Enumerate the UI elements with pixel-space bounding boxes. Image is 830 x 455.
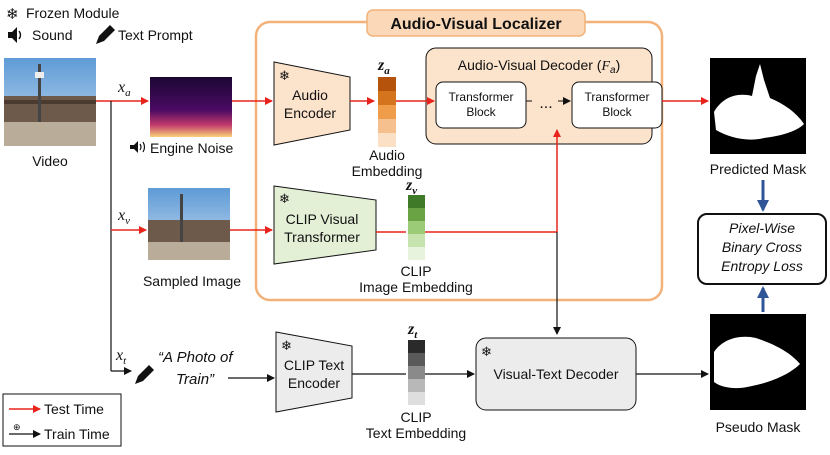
speaker-icon [8, 27, 22, 43]
engine-noise-label: Engine Noise [150, 140, 233, 156]
xt-label: xt [115, 347, 127, 367]
transformer-block-2 [571, 81, 663, 129]
legend-bottom: Test Time ⊕ Train Time [2, 393, 122, 447]
loss-l3: Entropy Loss [721, 258, 803, 274]
text-embedding-cell [408, 379, 425, 392]
clip-text-embedding-l2: Text Embedding [366, 425, 466, 441]
audio-encoder-l1: Audio [292, 87, 328, 103]
transformer-block-1-l2: Block [466, 105, 496, 119]
video-image [4, 58, 96, 146]
vt-decoder-label: Visual-Text Decoder [493, 366, 618, 382]
legend-train-symbol: ⊕ [13, 422, 21, 432]
transformer-block-1 [435, 81, 527, 129]
audio-embedding-l2: Embedding [352, 163, 423, 179]
clip-image-embedding-l1: CLIP [400, 263, 431, 279]
pen-icon [96, 25, 115, 44]
clip-visual-transformer [273, 185, 377, 265]
zt-label: zt [407, 321, 418, 341]
audio-embedding-cell [378, 91, 396, 105]
legend-bottom-box [2, 393, 122, 447]
legend-test-label: Test Time [44, 401, 104, 417]
text-embedding-cell [408, 366, 425, 379]
audio-encoder-l2: Encoder [284, 105, 336, 121]
audio-embedding-cell [378, 119, 396, 133]
prompt-line-2: Train” [176, 371, 215, 388]
text-embedding-cell [408, 392, 425, 405]
image-embedding-cell [408, 234, 425, 247]
xa-label: xa [117, 79, 131, 99]
legend-top: ❄ Frozen Module Sound Text Prompt [6, 5, 193, 44]
loss-l1: Pixel-Wise [729, 220, 795, 236]
za-label: za [377, 57, 390, 77]
pseudo-mask-image [710, 314, 806, 410]
av-decoder-title: Audio-Visual Decoder (Fa) [458, 57, 621, 76]
clip-text-encoder [275, 331, 353, 413]
xv-label: xv [117, 207, 130, 227]
text-embedding-stack [408, 340, 425, 405]
clip-text-l2: Encoder [288, 375, 340, 391]
pseudo-mask-label: Pseudo Mask [716, 419, 802, 435]
snowflake-icon-clip-text: ❄ [281, 338, 292, 353]
audio-embedding-cell [378, 133, 396, 147]
text-prompt-label: Text Prompt [118, 27, 193, 43]
audio-embedding-cell [378, 105, 396, 119]
snowflake-icon: ❄ [6, 6, 19, 23]
clip-visual-l1: CLIP Visual [286, 211, 359, 227]
text-embedding-cell [408, 353, 425, 366]
snowflake-icon-audio: ❄ [279, 68, 290, 83]
speaker-icon-small [130, 141, 146, 153]
snowflake-icon-vt-decoder: ❄ [481, 344, 492, 359]
audio-embedding-l1: Audio [369, 147, 405, 163]
spectrogram-image [150, 77, 232, 137]
localizer-title-box [366, 9, 586, 37]
loss-l2: Binary Cross [722, 239, 802, 255]
frozen-module-label: Frozen Module [26, 5, 120, 21]
clip-text-l1: CLIP Text [284, 357, 344, 373]
sound-label: Sound [32, 27, 72, 43]
zv-label: zv [405, 177, 417, 197]
snowflake-icon-clip-visual: ❄ [279, 191, 290, 206]
video-label: Video [32, 153, 68, 169]
image-embedding-cell [408, 208, 425, 221]
predicted-mask-label: Predicted Mask [710, 161, 807, 177]
clip-text-embedding-l1: CLIP [400, 409, 431, 425]
localizer-title: Audio-Visual Localizer [390, 16, 561, 33]
audio-encoder [273, 61, 351, 146]
image-embedding-stack [408, 195, 425, 260]
sampled-image-label: Sampled Image [143, 273, 241, 289]
clip-image-embedding-l2: Image Embedding [359, 279, 473, 295]
prompt-line-1: “A Photo of [158, 349, 234, 366]
legend-train-label: Train Time [44, 426, 110, 442]
transformer-block-2-l1: Transformer [585, 90, 650, 104]
image-embedding-cell [408, 195, 425, 208]
pen-icon-prompt [135, 365, 154, 384]
loss-box [697, 213, 827, 285]
predicted-mask-image [710, 58, 806, 154]
clip-visual-l2: Transformer [284, 229, 360, 245]
image-embedding-cell [408, 247, 425, 260]
transformer-block-2-l2: Block [602, 105, 632, 119]
audio-embedding-cell [378, 77, 396, 91]
transformer-block-1-l1: Transformer [449, 90, 514, 104]
audio-embedding-stack [378, 77, 396, 147]
ellipsis: ... [539, 95, 552, 112]
text-embedding-cell [408, 340, 425, 353]
sampled-image [148, 188, 230, 260]
image-embedding-cell [408, 221, 425, 234]
